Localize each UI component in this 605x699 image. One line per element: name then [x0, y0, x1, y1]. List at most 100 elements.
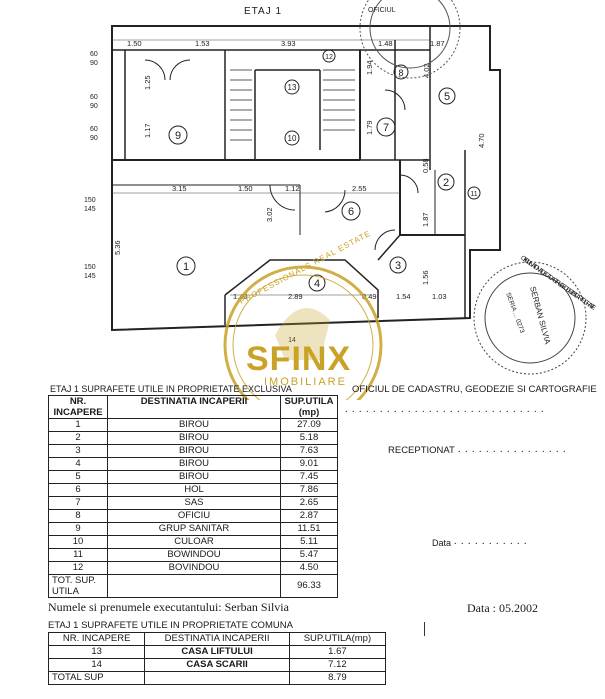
total-value: 8.79 [288, 671, 387, 685]
dim-label: 1.54 [396, 292, 411, 301]
col-header: SUP.UTILA(mp) [288, 632, 387, 646]
col-header: NR. INCAPERE [47, 632, 146, 646]
table1-caption: ETAJ 1 SUPRAFETE UTILE IN PROPRIETATE EX… [50, 384, 292, 394]
room-number: 5 [444, 91, 450, 103]
dotted-line: . . . . . . . . . . . . . . . . . . . . … [345, 404, 545, 415]
room-number: 1 [183, 261, 189, 273]
dim-label: 0.58 [421, 158, 430, 173]
margin-mark: 90 [90, 60, 98, 67]
margin-mark: 145 [84, 206, 96, 213]
dim-label: 1.12 [285, 184, 300, 193]
margin-mark: 150 [84, 264, 96, 271]
watermark-sub: IMOBILIARE [264, 376, 347, 388]
room-number: 10 [288, 134, 297, 143]
dim-label: 1.50 [238, 184, 253, 193]
table-total-row: TOTAL SUP 8.79 [47, 671, 387, 685]
dim-label: 1.87 [421, 212, 430, 227]
table-header-row: NR. INCAPERE DESTINATIA INCAPERII SUP.UT… [48, 395, 338, 419]
room-numbers: 1 2 3 4 5 6 7 8 9 10 11 12 13 14 [175, 54, 478, 344]
office-label: OFICIUL DE CADASTRU, GEODEZIE SI CARTOGR… [352, 384, 597, 395]
room-number: 3 [395, 260, 401, 272]
total-label: TOTAL SUP [47, 671, 146, 685]
table2-caption: ETAJ 1 SUPRAFETE UTILE IN PROPRIETATE CO… [48, 620, 293, 631]
outer-wall [111, 25, 501, 332]
room-number: 9 [175, 130, 181, 142]
table-total-row: TOT. SUP. UTILA 96.33 [48, 574, 338, 598]
room-number: 13 [288, 83, 297, 92]
dim-label: 1.48 [378, 39, 393, 48]
dim-label: 1.53 [195, 39, 210, 48]
dim-label: 3.02 [265, 207, 274, 222]
room-number: 4 [314, 278, 320, 290]
dim-label: 1.50 [127, 39, 142, 48]
dim-label: 1.25 [143, 75, 152, 90]
dim-label: 1.87 [430, 39, 445, 48]
dim-label: 2.89 [288, 292, 303, 301]
dim-label: 1.94 [365, 60, 374, 75]
col-header: DESTINATIA INCAPERII [107, 395, 281, 419]
room-number: 14 [288, 337, 296, 344]
stamp-right-serial: SERIA ... 0273 [504, 292, 525, 335]
stamp-top-text: OFICIUL [368, 7, 396, 14]
document-date: Data : 05.2002 [467, 601, 538, 615]
total-label: TOT. SUP. UTILA [48, 574, 108, 598]
stamp-right-name: SERBAN SILVIA [528, 285, 552, 345]
stamp-top [359, 0, 461, 79]
dim-label: 4.70 [477, 133, 486, 148]
left-margin-marks: 60 90 60 90 60 90 150 145 150 145 [84, 51, 98, 280]
dim-label: 1.17 [143, 123, 152, 138]
margin-mark: 90 [90, 103, 98, 110]
margin-mark: 60 [90, 126, 98, 133]
floor-plan: 1.50 1.53 3.93 1.48 1.87 3.15 1.50 1.12 … [84, 0, 597, 400]
stamp-right-text: OFICIUL NATIONAL DE CADASTRU, GEODEZIE S… [519, 255, 597, 313]
room-number: 2 [443, 177, 449, 189]
room-number: 11 [470, 191, 477, 198]
margin-mark: 90 [90, 135, 98, 142]
received-label: RECEPTIONAT [388, 445, 455, 456]
rooms-table: NR. INCAPERE DESTINATIA INCAPERII SUP.UT… [48, 395, 338, 598]
dim-label: 1.79 [365, 120, 374, 135]
executant-name: Numele si prenumele executantului: Serba… [48, 600, 289, 614]
col-header: NR. INCAPERE [48, 395, 108, 419]
room-number: 7 [383, 122, 389, 134]
watermark-logo [223, 265, 383, 400]
common-areas-table: NR. INCAPERE DESTINATIA INCAPERII SUP.UT… [47, 632, 387, 685]
room-number: 8 [398, 68, 403, 78]
stamp-right [473, 261, 587, 375]
dim-label: 5.36 [113, 240, 122, 255]
dim-label: 3.15 [172, 184, 187, 193]
dim-label: 1.56 [421, 270, 430, 285]
watermark-brand: SFINX [246, 340, 352, 378]
room-number: 12 [325, 54, 333, 61]
dim-label: 4.02 [422, 63, 431, 78]
dotted-line: . . . . . . . . . . . . . . . . [458, 444, 567, 455]
dotted-line: . . . . . . . . . . . [454, 536, 528, 547]
margin-mark: 145 [84, 273, 96, 280]
margin-tick [424, 622, 425, 636]
dim-label: 2.55 [352, 184, 367, 193]
dim-label: 3.93 [281, 39, 296, 48]
data-label: Data [432, 538, 452, 548]
room-number: 6 [348, 206, 354, 218]
margin-mark: 60 [90, 51, 98, 58]
dim-label: 0.49 [362, 292, 377, 301]
col-header: DESTINATIA INCAPERII [144, 632, 290, 646]
dim-label: 1.03 [432, 292, 447, 301]
margin-mark: 150 [84, 197, 96, 204]
col-header: SUP.UTILA (mp) [280, 395, 338, 419]
total-value: 96.33 [280, 574, 338, 598]
